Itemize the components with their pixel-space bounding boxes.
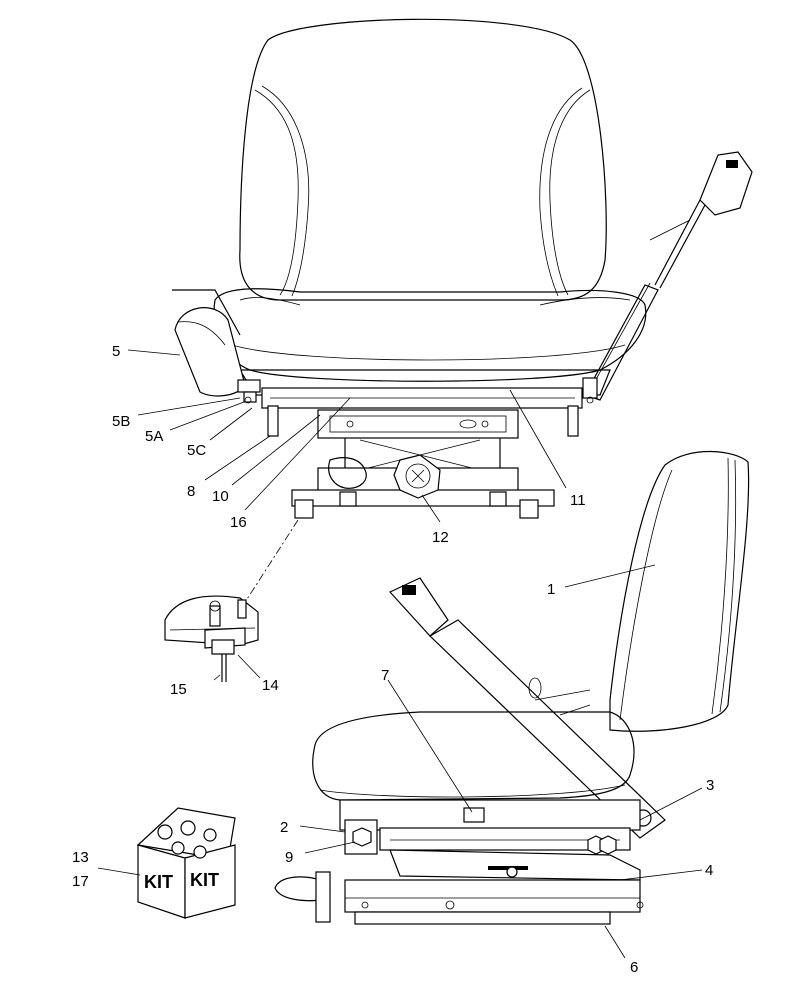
- callout-8: 8: [187, 483, 195, 500]
- callout-15: 15: [170, 681, 187, 698]
- callout-5: 5: [112, 343, 120, 360]
- callout-6: 6: [630, 959, 638, 976]
- callout-7: 7: [381, 667, 389, 684]
- callout-5a: 5A: [145, 428, 163, 445]
- leader-lines: [97, 349, 703, 959]
- callout-16: 16: [230, 514, 247, 531]
- callout-17: 17: [72, 873, 89, 890]
- callout-3: 3: [706, 777, 714, 794]
- callout-5c: 5C: [187, 442, 206, 459]
- callout-9: 9: [285, 849, 293, 866]
- callout-12: 12: [432, 529, 449, 546]
- kit-label-right: KIT: [190, 870, 219, 890]
- kit-label-left: KIT: [144, 872, 173, 892]
- callout-11: 11: [570, 492, 586, 509]
- kit-box-illustration: KIT KIT: [136, 807, 236, 919]
- callout-4: 4: [705, 862, 713, 879]
- callout-2: 2: [280, 819, 288, 836]
- callout-14: 14: [262, 677, 279, 694]
- callout-1: 1: [547, 581, 555, 598]
- detail-leader-line: [239, 519, 299, 611]
- mount-detail: [164, 595, 259, 682]
- callout-5b: 5B: [112, 413, 130, 430]
- seat-front-view: [172, 18, 753, 519]
- callout-labels: 5 5B 5A 5C 8 10 16 11 12 1 7 15 14 3 2 9…: [72, 343, 714, 976]
- callout-13: 13: [72, 849, 89, 866]
- callout-10: 10: [212, 488, 229, 505]
- seat-side-view: [274, 450, 750, 925]
